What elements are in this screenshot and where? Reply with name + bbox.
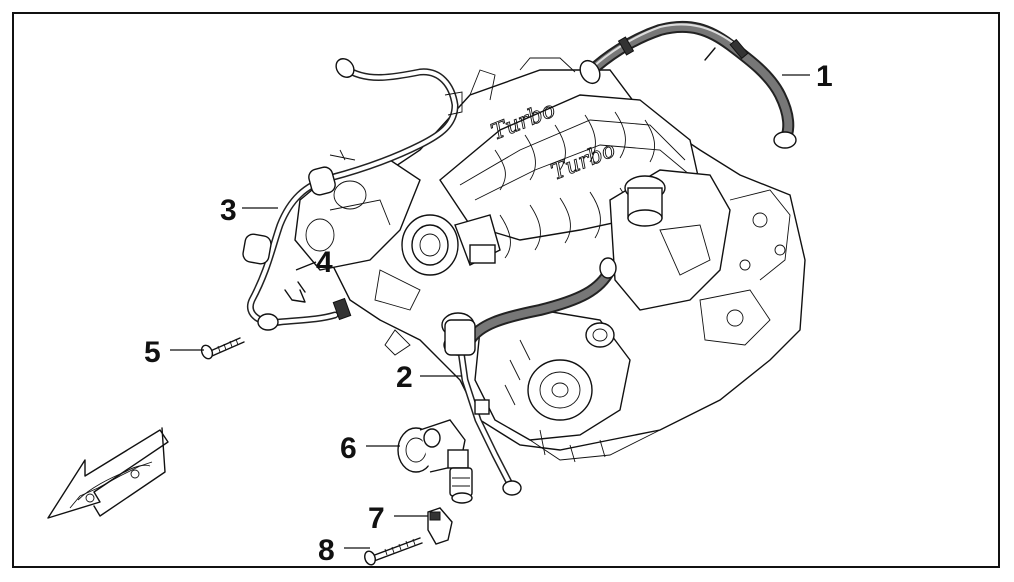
part-4-retaining-clip (284, 281, 306, 303)
leader-4 (295, 261, 317, 271)
part-6-belt-tensioner (397, 419, 473, 504)
callout-4: 4 (316, 246, 333, 279)
callout-5: 5 (144, 336, 161, 369)
callout-8: 8 (318, 534, 335, 567)
vehicle-direction-arrow-icon (47, 427, 169, 519)
callout-6: 6 (340, 432, 357, 465)
part-1-crankcase-vent-hose (579, 20, 797, 149)
callout-3: 3 (220, 194, 237, 227)
part-7-bracket (427, 507, 453, 545)
part-5-screw (200, 337, 245, 360)
callout-7: 7 (368, 502, 385, 535)
part-3-vent-line (242, 58, 463, 331)
callout-2: 2 (396, 361, 413, 394)
engine-block: Turbo Turbo (294, 57, 806, 463)
callout-1: 1 (816, 60, 833, 93)
part-8-bolt (364, 537, 423, 566)
cylinder-head-right (609, 169, 731, 311)
throttle-body (401, 214, 501, 276)
part-2-vent-pipe (441, 257, 617, 496)
timing-cover (474, 309, 631, 441)
